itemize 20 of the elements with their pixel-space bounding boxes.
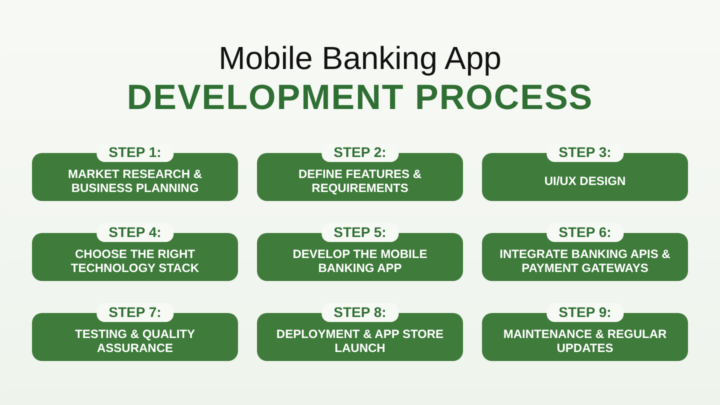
step-description: MAINTENANCE & REGULAR UPDATES — [502, 327, 668, 355]
step-heading: STEP 1: — [96, 143, 174, 162]
step-heading: STEP 4: — [96, 223, 174, 242]
step-description: CHOOSE THE RIGHT TECHNOLOGY STACK — [70, 247, 200, 275]
step-heading: STEP 7: — [96, 303, 174, 322]
step-heading: STEP 8: — [322, 303, 398, 322]
step-description: UI/UX DESIGN — [543, 174, 627, 188]
step-description: DEPLOYMENT & APP STORE LAUNCH — [275, 327, 445, 355]
step-heading: STEP 9: — [546, 303, 624, 322]
step-description: MARKET RESEARCH & BUSINESS PLANNING — [66, 167, 203, 195]
step-description: TESTING & QUALITY ASSURANCE — [74, 327, 196, 355]
step-description: DEVELOP THE MOBILE BANKING APP — [292, 247, 428, 275]
step-heading: STEP 6: — [546, 223, 624, 242]
step-description: INTEGRATE BANKING APIS & PAYMENT GATEWAYS — [498, 247, 672, 275]
step-heading: STEP 2: — [322, 143, 398, 162]
step-description: DEFINE FEATURES & REQUIREMENTS — [297, 167, 423, 195]
title: Mobile Banking App — [218, 40, 502, 77]
subtitle: DEVELOPMENT PROCESS — [126, 78, 594, 118]
step-heading: STEP 5: — [322, 223, 398, 242]
step-heading: STEP 3: — [546, 143, 624, 162]
